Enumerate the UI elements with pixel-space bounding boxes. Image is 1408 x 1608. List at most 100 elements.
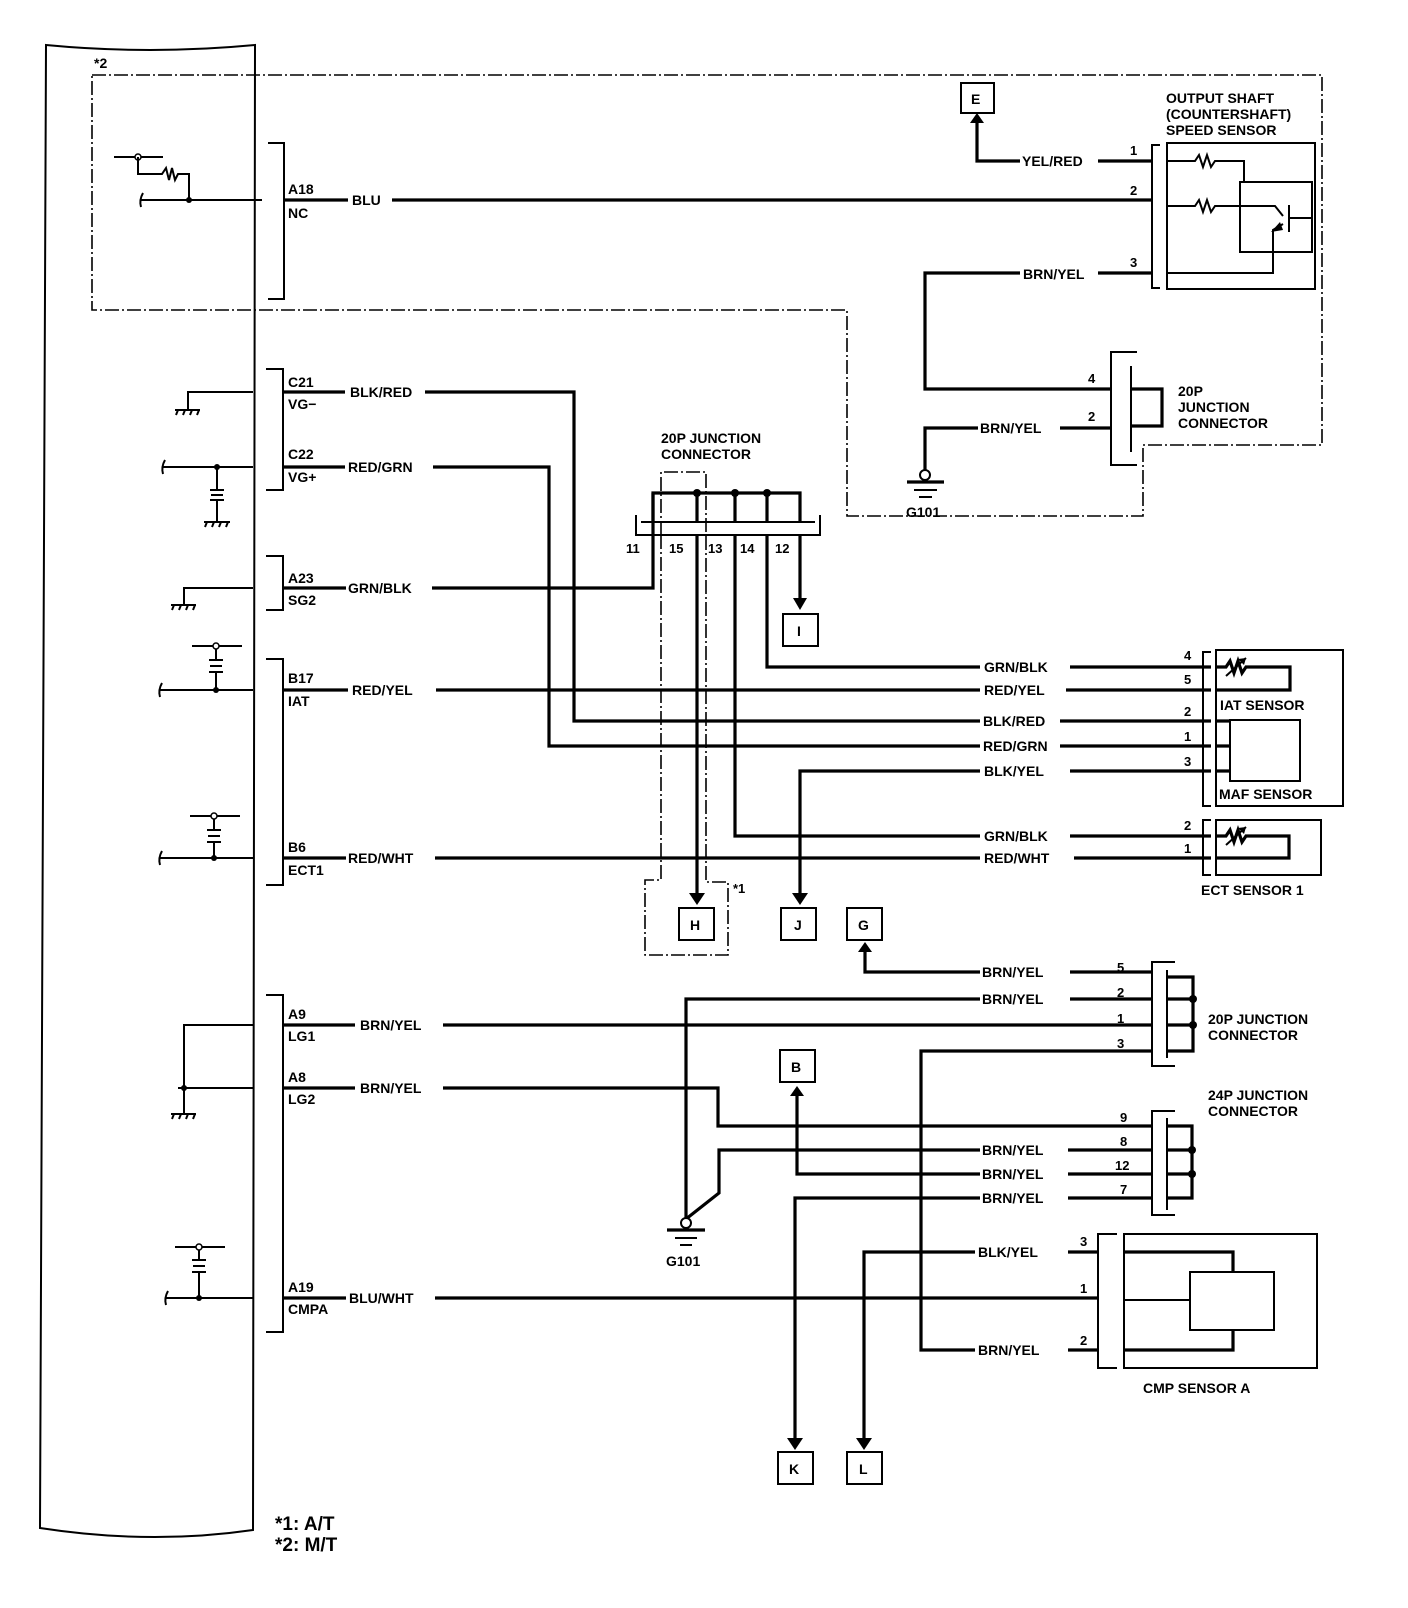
jc-20p-top: 4 2 20P JUNCTION CONNECTOR (1088, 351, 1268, 466)
svg-text:BLU: BLU (352, 192, 381, 208)
svg-text:BRN/YEL: BRN/YEL (978, 1342, 1040, 1358)
svg-text:BLK/YEL: BLK/YEL (984, 763, 1044, 779)
wire-yel-red-to-e: YEL/RED 1 2 (970, 113, 1152, 198)
c22-internal-circuit (161, 459, 253, 528)
svg-text:SPEED SENSOR: SPEED SENSOR (1166, 122, 1276, 138)
svg-text:ECT1: ECT1 (288, 862, 324, 878)
svg-text:20P JUNCTION: 20P JUNCTION (661, 430, 761, 446)
svg-text:C21: C21 (288, 374, 314, 390)
wire-a9-brn-yel: BRN/YEL (283, 1017, 1152, 1033)
svg-text:J: J (794, 917, 802, 933)
svg-text:13: 13 (708, 541, 722, 556)
svg-text:BLK/YEL: BLK/YEL (978, 1244, 1038, 1260)
svg-text:CONNECTOR: CONNECTOR (1178, 415, 1268, 431)
wire-24p-pin8-g101: BRN/YEL (685, 1142, 1152, 1221)
svg-text:3: 3 (1117, 1036, 1124, 1051)
wire-brn-yel-speed-to-jc: BRN/YEL 3 (923, 255, 1152, 391)
svg-text:15: 15 (669, 541, 683, 556)
svg-text:RED/WHT: RED/WHT (348, 850, 414, 866)
svg-text:C22: C22 (288, 446, 314, 462)
svg-text:VG−: VG− (288, 396, 316, 412)
wire-cmp-blk-yel-to-l: BLK/YEL (856, 1244, 1098, 1450)
svg-text:RED/YEL: RED/YEL (352, 682, 413, 698)
svg-text:YEL/RED: YEL/RED (1022, 153, 1083, 169)
ecm-terminal-labels: A18 NC C21 VG− C22 VG+ A23 SG2 B17 IAT B… (288, 181, 328, 1317)
svg-text:4: 4 (1184, 648, 1192, 663)
svg-text:1: 1 (1080, 1281, 1087, 1296)
svg-text:BRN/YEL: BRN/YEL (982, 1142, 1044, 1158)
a23-ground-circuit (171, 587, 253, 611)
iat-maf-sensor: 4 5 2 1 3 IAT SENSOR MAF SENSOR (1184, 648, 1344, 807)
svg-text:BRN/YEL: BRN/YEL (360, 1080, 422, 1096)
ecm-connector-c21-c22 (266, 368, 284, 491)
svg-text:JUNCTION: JUNCTION (1178, 399, 1250, 415)
svg-text:GRN/BLK: GRN/BLK (984, 659, 1048, 675)
off-page-connector-h: H (678, 907, 715, 941)
b6-internal-circuit (158, 812, 253, 866)
off-page-connector-j: J (780, 907, 817, 941)
svg-text:I: I (797, 623, 801, 639)
svg-text:BRN/YEL: BRN/YEL (1023, 266, 1085, 282)
wire-a23-grn-blk: GRN/BLK (283, 493, 655, 596)
svg-text:3: 3 (1080, 1234, 1087, 1249)
svg-text:14: 14 (740, 541, 755, 556)
svg-text:L: L (859, 1461, 868, 1477)
off-page-connector-e: E (960, 82, 995, 114)
wire-24p-pin7-to-k: BRN/YEL (787, 1190, 1152, 1450)
svg-text:G101: G101 (906, 504, 940, 520)
svg-text:3: 3 (1184, 754, 1191, 769)
svg-text:CMPA: CMPA (288, 1301, 328, 1317)
svg-text:A18: A18 (288, 181, 314, 197)
svg-text:BLK/RED: BLK/RED (350, 384, 412, 400)
svg-text:24P JUNCTION: 24P JUNCTION (1208, 1087, 1308, 1103)
svg-text:BLK/RED: BLK/RED (983, 713, 1045, 729)
jc-20p-middle: 20P JUNCTION CONNECTOR 11 15 13 14 12 (626, 430, 821, 556)
svg-text:2: 2 (1080, 1333, 1087, 1348)
svg-text:5: 5 (1184, 672, 1191, 687)
wire-pin14-grn-blk-iat: GRN/BLK (765, 535, 1211, 675)
wire-c22-red-grn: RED/GRN RED/GRN (283, 459, 1211, 754)
svg-text:MAF SENSOR: MAF SENSOR (1219, 786, 1312, 802)
svg-text:8: 8 (1120, 1134, 1127, 1149)
wire-brn-yel-g101-top: BRN/YEL (923, 420, 1111, 470)
off-page-connector-k: K (777, 1451, 814, 1485)
off-page-connector-i: I (782, 613, 819, 647)
lg-ground-circuit (171, 1024, 253, 1120)
svg-text:CMP SENSOR A: CMP SENSOR A (1143, 1380, 1250, 1396)
svg-text:A19: A19 (288, 1279, 314, 1295)
svg-text:12: 12 (775, 541, 789, 556)
wire-a19-blu-wht: BLU/WHT (283, 1290, 1098, 1306)
svg-text:B: B (791, 1059, 801, 1075)
svg-text:SG2: SG2 (288, 592, 316, 608)
svg-text:BRN/YEL: BRN/YEL (360, 1017, 422, 1033)
svg-text:E: E (971, 91, 980, 107)
svg-text:RED/GRN: RED/GRN (348, 459, 413, 475)
wire-brn-yel-to-g: BRN/YEL (858, 942, 1152, 980)
svg-text:1: 1 (1184, 729, 1191, 744)
svg-text:ECT SENSOR 1: ECT SENSOR 1 (1201, 882, 1304, 898)
svg-text:1: 1 (1130, 143, 1137, 158)
svg-text:H: H (690, 917, 700, 933)
cmp-sensor-a: 3 1 2 CMP SENSOR A (1080, 1233, 1318, 1396)
svg-text:CONNECTOR: CONNECTOR (1208, 1027, 1298, 1043)
svg-text:BRN/YEL: BRN/YEL (980, 420, 1042, 436)
svg-text:LG2: LG2 (288, 1091, 315, 1107)
svg-text:*1: *1 (733, 881, 745, 896)
svg-text:GRN/BLK: GRN/BLK (984, 828, 1048, 844)
wire-jc-pin3-to-cmp-pin2: BRN/YEL (919, 1049, 1152, 1358)
wire-24p-pin12-to-b: BRN/YEL (790, 1086, 1152, 1182)
a19-internal-circuit (164, 1243, 253, 1306)
svg-text:CONNECTOR: CONNECTOR (661, 446, 751, 462)
svg-text:VG+: VG+ (288, 469, 316, 485)
b17-internal-circuit (158, 642, 253, 698)
svg-text:BRN/YEL: BRN/YEL (982, 991, 1044, 1007)
svg-text:4: 4 (1088, 371, 1096, 386)
svg-text:B17: B17 (288, 670, 314, 686)
svg-text:1: 1 (1184, 841, 1191, 856)
a18-internal-circuit (114, 153, 262, 208)
off-page-connector-l: L (846, 1451, 883, 1485)
ground-g101-top: G101 (906, 469, 944, 520)
svg-text:IAT: IAT (288, 693, 310, 709)
wire-pin15-to-h: *1 (644, 535, 745, 956)
note-at: *1: A/T (275, 1514, 335, 1535)
